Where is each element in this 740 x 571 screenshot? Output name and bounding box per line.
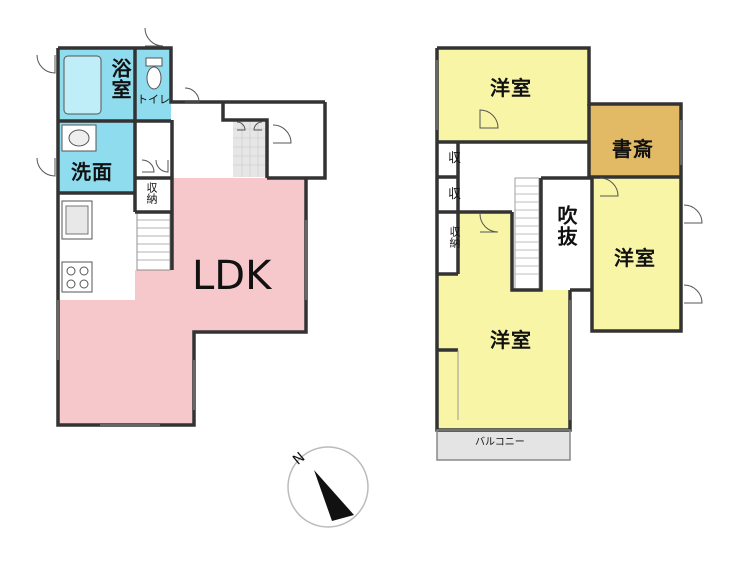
- study-room: [589, 104, 681, 177]
- storage-label: 収納: [145, 182, 158, 204]
- toilet-bowl: [146, 66, 162, 90]
- washbasin-bowl: [68, 129, 90, 147]
- floor-2: [435, 46, 703, 461]
- western-room-north-label: 洋室: [490, 76, 532, 100]
- toilet-fixture: [145, 57, 163, 67]
- bathtub: [63, 55, 102, 115]
- washroom-label: 洗面: [71, 160, 113, 184]
- study-label: 書斎: [612, 137, 654, 161]
- burner-icon: [66, 266, 76, 276]
- western-room-east: [592, 177, 681, 331]
- western-room-north: [437, 48, 589, 142]
- western-room-east-label: 洋室: [614, 246, 656, 270]
- balcony: [437, 430, 570, 460]
- toilet-label: トイレ: [137, 93, 170, 106]
- storage-2f-label: 収納: [448, 226, 461, 248]
- burner-icon: [66, 279, 76, 289]
- closet-1-label: 収: [448, 151, 462, 166]
- closet-2-label: 収: [448, 187, 462, 202]
- north-arrow: [287, 446, 369, 528]
- sink-bowl: [65, 205, 89, 235]
- burner-icon: [79, 279, 89, 289]
- ldk-room: [58, 178, 306, 425]
- stove: [61, 261, 93, 293]
- ldk-label: LDK: [192, 253, 272, 299]
- void-label: 吹抜: [554, 205, 578, 247]
- floor-1: [36, 27, 327, 427]
- bath-label: 浴室: [108, 58, 132, 100]
- western-room-south-label: 洋室: [490, 328, 532, 352]
- compass-needle-icon: [314, 470, 354, 521]
- stairs: [136, 211, 171, 271]
- western-room-south: [437, 212, 570, 430]
- balcony-label: バルコニー: [475, 437, 525, 448]
- burner-icon: [79, 266, 89, 276]
- balcony-frame: [436, 429, 571, 461]
